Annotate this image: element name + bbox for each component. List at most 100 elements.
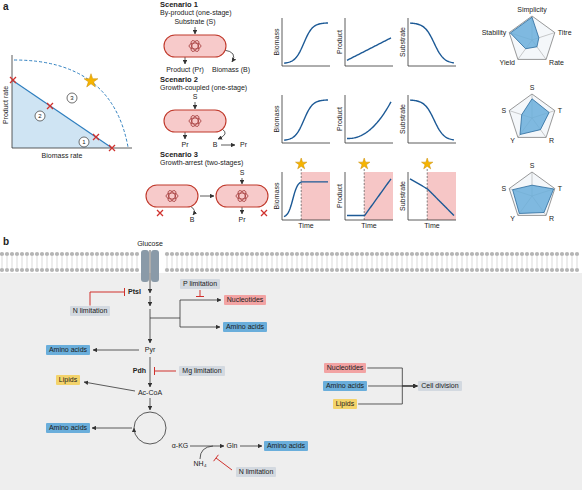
membrane-part [192, 256, 193, 268]
membrane-part [375, 268, 379, 272]
time-course-plot-part [364, 172, 393, 220]
bacterial-cell-part [164, 35, 226, 57]
scenario-arrows-part [185, 132, 186, 139]
membrane-part [52, 256, 53, 268]
membrane-part [395, 252, 399, 256]
membrane-part [227, 256, 228, 268]
limitation-box: P limitation [180, 279, 220, 289]
time-course-plot [282, 95, 330, 143]
membrane-part [45, 252, 49, 256]
membrane-part [442, 256, 443, 268]
membrane-part [180, 252, 184, 256]
membrane-part [402, 256, 403, 268]
time-course-plot-part [408, 18, 456, 66]
pathway-arrow-part [92, 428, 132, 429]
time-course-plot-part [301, 169, 302, 220]
time-course-plot-part [410, 179, 454, 216]
membrane-part [50, 252, 54, 256]
membrane-part [490, 252, 494, 256]
membrane-part [15, 252, 19, 256]
time-course-plot-part [347, 38, 391, 60]
flux-label: Pr [240, 141, 247, 149]
flux-label: S [240, 169, 245, 177]
membrane-part [30, 252, 34, 256]
membrane-part [360, 268, 364, 272]
scenario-arrows-part [221, 145, 235, 146]
membrane-part [470, 252, 474, 256]
membrane-part [282, 256, 283, 268]
membrane-part [310, 252, 314, 256]
scenario-arrows-part [185, 57, 186, 64]
membrane-part [542, 256, 543, 268]
metabolite-label: α-KG [172, 442, 189, 450]
membrane-part [570, 268, 574, 272]
product-box: Nucleotides [224, 295, 267, 305]
membrane-part [125, 252, 129, 256]
membrane-part [225, 268, 229, 272]
membrane-part [37, 256, 38, 268]
membrane-part [217, 256, 218, 268]
limitation-box: N limitation [236, 467, 277, 477]
scenario-arrows-part [242, 207, 243, 214]
membrane-part [22, 256, 23, 268]
membrane-part [355, 268, 359, 272]
membrane-part [410, 268, 414, 272]
radar-chart-part [509, 16, 555, 59]
membrane-part [182, 256, 183, 268]
radar-chart-part [509, 94, 555, 137]
bacterial-cell-part [146, 185, 198, 207]
membrane-part [195, 268, 199, 272]
node-text: Lipids [59, 376, 77, 384]
scenario-arrows-part [261, 210, 267, 216]
pathway-arrow-part [240, 446, 262, 447]
metabolite-label: Ac-CoA [138, 389, 162, 397]
flux-label: S [193, 93, 198, 101]
membrane-part [522, 256, 523, 268]
transporter [141, 250, 159, 282]
membrane-part [445, 268, 449, 272]
inhibition-mark [90, 288, 232, 470]
membrane-part [565, 268, 569, 272]
tradeoff-plot-part [14, 60, 128, 147]
time-course-plot-part [410, 23, 454, 63]
membrane-part [567, 256, 568, 268]
membrane-part [302, 256, 303, 268]
membrane-part [87, 256, 88, 268]
membrane-part [362, 256, 363, 268]
scenario-title: Scenario 3 [160, 151, 198, 160]
bacterial-cell [164, 35, 226, 57]
product-box: Amino acids [264, 441, 308, 451]
membrane-part [110, 268, 114, 272]
bacterial-cell [164, 110, 226, 132]
radar-chart-part [532, 33, 555, 40]
membrane-part [215, 252, 219, 256]
pathway-arrow-part [200, 446, 213, 459]
membrane-part [260, 252, 264, 256]
membrane-part [292, 256, 293, 268]
membrane-part [297, 256, 298, 268]
time-course-plot-part [296, 158, 307, 169]
membrane-part [280, 268, 284, 272]
membrane-part [275, 252, 279, 256]
radar-chart-part [509, 111, 532, 118]
membrane-part [382, 256, 383, 268]
membrane-part [555, 268, 559, 272]
membrane-part [450, 252, 454, 256]
bacterial-cell-part [189, 114, 200, 127]
bacterial-cell-part [189, 114, 200, 127]
membrane-part [570, 252, 574, 256]
membrane-part [55, 252, 59, 256]
membrane-part [432, 256, 433, 268]
membrane-part [125, 268, 129, 272]
flux-label: Pr [182, 141, 189, 149]
time-course-plot-part [282, 172, 330, 220]
radar-axis-label: T [558, 185, 562, 193]
membrane-part [270, 268, 274, 272]
scenario-subtitle: By-product (one-stage) [160, 9, 232, 17]
membrane-part [230, 268, 234, 272]
membrane-part [60, 252, 64, 256]
time-course-plot-part [408, 95, 456, 143]
scenario-arrows-part [190, 206, 194, 215]
membrane-part [487, 256, 488, 268]
membrane-part [400, 252, 404, 256]
